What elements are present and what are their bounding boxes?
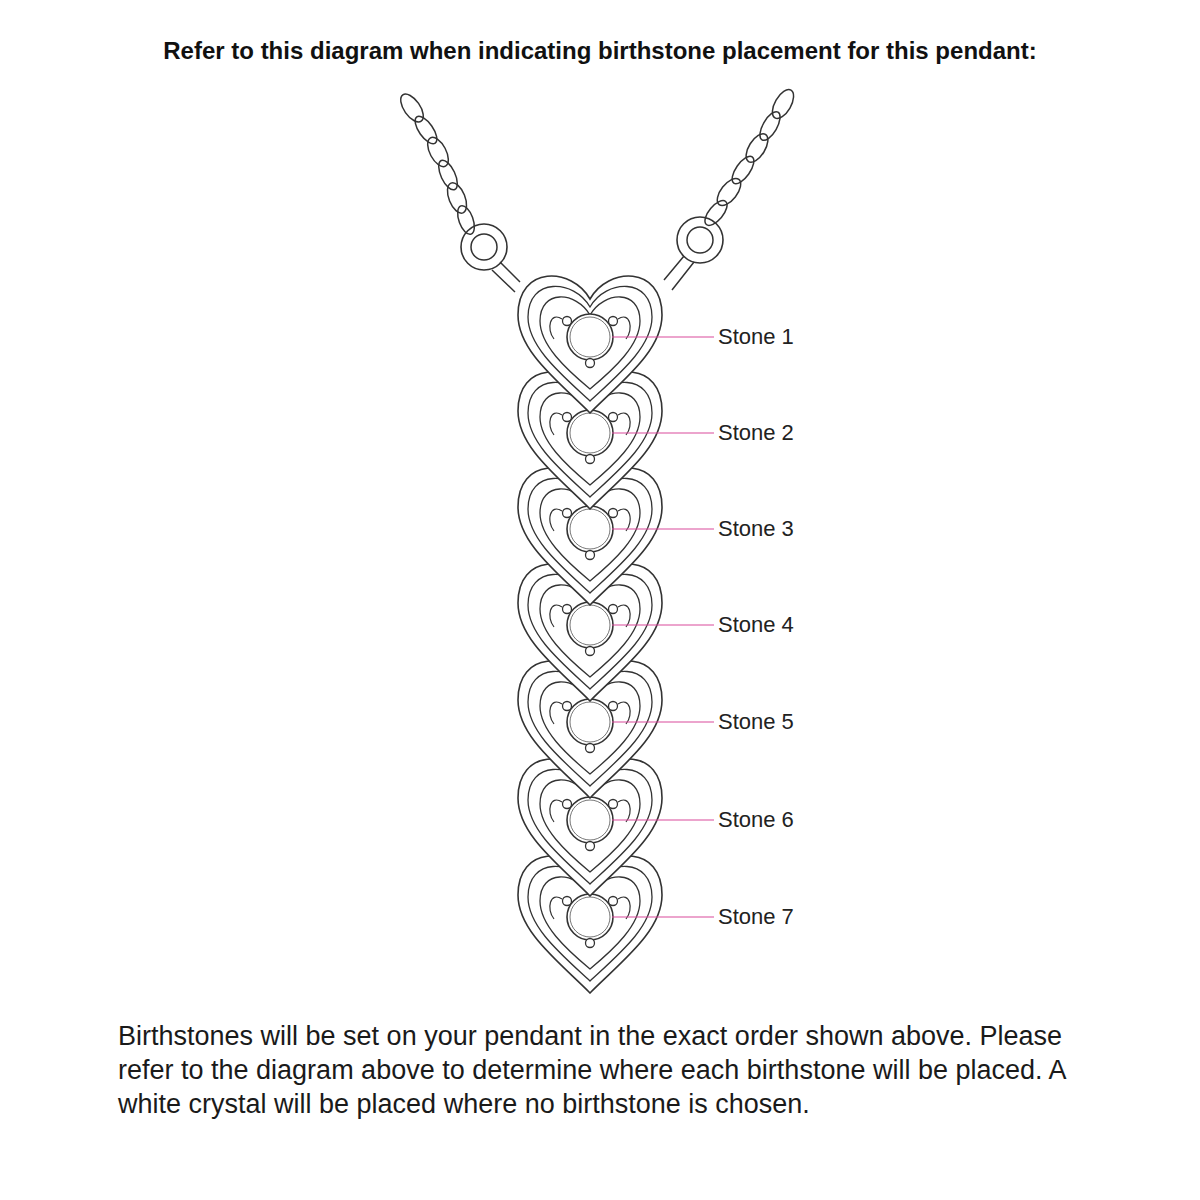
stone-label: Stone 6 <box>718 806 794 834</box>
leader-line <box>612 819 714 820</box>
leader-line <box>612 336 714 337</box>
leader-line <box>612 721 714 722</box>
stone-label: Stone 1 <box>718 323 794 351</box>
title: Refer to this diagram when indicating bi… <box>0 36 1200 66</box>
stone-label: Stone 7 <box>718 903 794 931</box>
stone-label: Stone 5 <box>718 708 794 736</box>
leader-line <box>612 916 714 917</box>
caption: Birthstones will be set on your pendant … <box>118 1019 1078 1121</box>
leader-line <box>612 624 714 625</box>
stone-label: Stone 2 <box>718 419 794 447</box>
leader-line <box>612 432 714 433</box>
stone-label: Stone 4 <box>718 611 794 639</box>
stone-label: Stone 3 <box>718 515 794 543</box>
leader-line <box>612 528 714 529</box>
heart-setting <box>518 276 662 413</box>
